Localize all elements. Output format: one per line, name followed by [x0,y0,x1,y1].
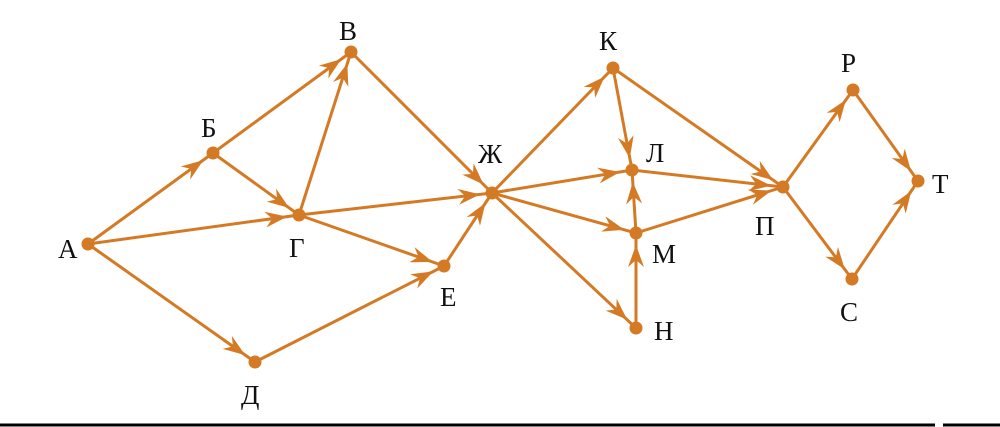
node-10 [629,321,643,335]
node-label: В [339,16,357,46]
edge-3 [212,50,352,155]
arrowhead-icon [825,247,845,270]
edge-14 [490,191,638,330]
node-label: Н [654,316,674,346]
node-label: Г [289,233,305,263]
node-label: П [755,211,775,241]
arrowhead-icon [605,298,628,320]
node-label: Т [932,169,949,199]
node-0 [81,237,95,251]
arrowhead-icon [748,189,772,205]
node-label: Е [440,282,457,312]
edge-10 [349,50,494,195]
arrowhead-icon [750,160,774,181]
node-label: К [599,26,618,56]
edge-5 [297,51,353,216]
edge-11 [490,66,615,195]
edge-16 [612,66,784,189]
node-label: А [58,234,78,264]
edge-2 [87,242,256,364]
arrowhead-icon [462,163,484,185]
arrowhead-icon [891,148,912,172]
node-1 [206,146,220,160]
arrowhead-icon [628,245,644,267]
arrowhead-icon [748,175,772,192]
arrowhead-icon [601,216,625,232]
node-13 [845,272,859,286]
arrowhead-icon [466,203,486,226]
node-label: Р [841,48,856,78]
node-label: Ж [478,139,503,169]
edge-6 [298,191,493,217]
edge-1 [87,213,300,246]
node-14 [911,174,925,188]
node-8 [625,163,639,177]
arrowhead-icon [333,63,349,87]
node-11 [776,180,790,194]
arrowhead-icon [222,335,246,356]
arrowhead-icon [318,59,342,79]
arrowhead-icon [826,99,846,123]
node-label: Б [201,113,217,143]
arrowhead-icon [410,271,434,289]
node-6 [485,186,499,200]
edge-8 [254,264,445,364]
arrowhead-icon [266,188,290,208]
node-label: Л [646,138,664,168]
arrowhead-icon [617,135,634,159]
node-label: М [652,239,676,269]
arrowhead-icon [597,167,621,184]
node-3 [292,208,306,222]
arrowhead-icon [457,188,481,205]
node-12 [846,83,860,97]
arrowhead-icon [626,181,643,205]
edge-18 [630,169,638,234]
node-7 [606,61,620,75]
arrowhead-icon [180,160,204,180]
node-9 [629,226,643,240]
node-label: Д [241,380,259,410]
node-5 [437,259,451,273]
arrowhead-icon [892,190,912,214]
arrowhead-icon [264,211,288,228]
arrowhead-icon [409,247,433,263]
node-label: С [840,297,858,327]
arrowhead-icon [583,76,605,98]
node-4 [248,355,262,369]
node-2 [344,45,358,59]
